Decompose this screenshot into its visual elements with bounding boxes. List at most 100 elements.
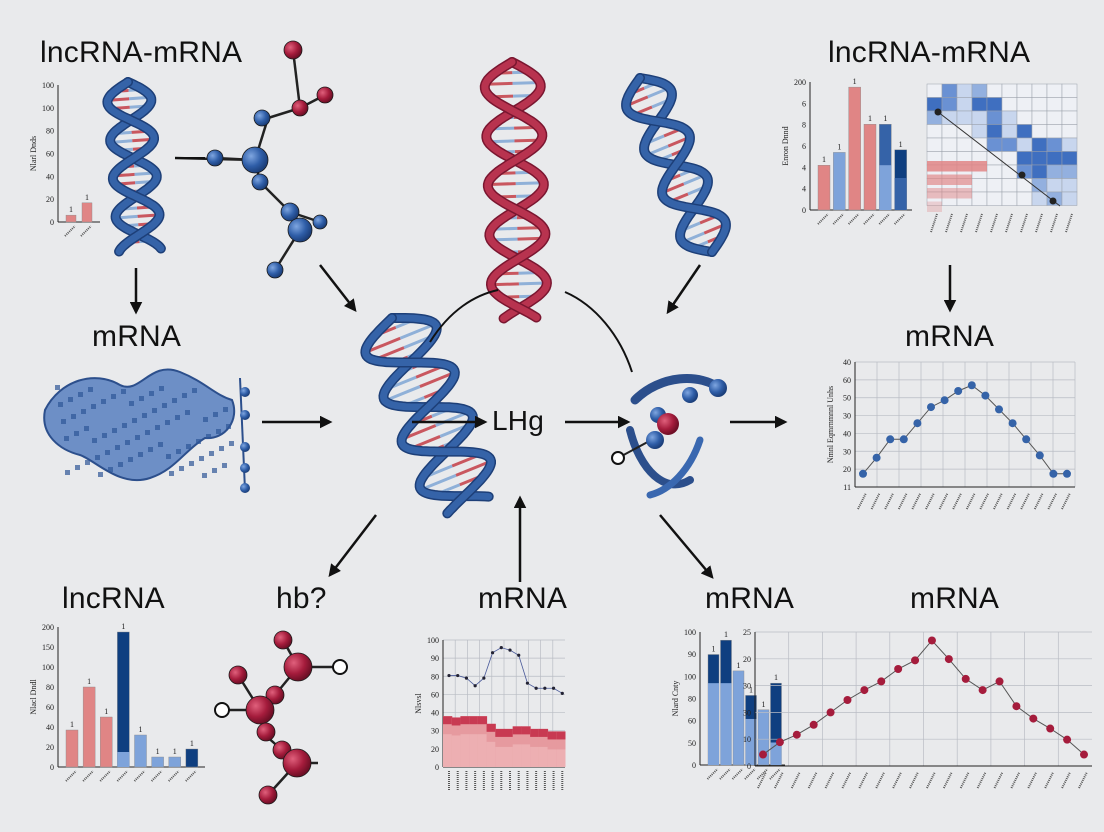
- atom: [240, 463, 250, 473]
- heatmap-cell: [1016, 137, 1033, 152]
- heatmap-cell: [1046, 124, 1063, 139]
- label-mrna-mid-left: mRNA: [92, 320, 182, 353]
- y-tick-label: 20: [743, 655, 751, 664]
- x-tick-label-illegible: [870, 492, 881, 510]
- heatmap-lower: [495, 746, 505, 767]
- y-tick-label: 40: [843, 429, 851, 438]
- label-lncrna-mrna-top-left: lncRNA-mRNA: [40, 36, 243, 69]
- protein-texture: [213, 412, 218, 417]
- y-tick-label: 0: [692, 761, 696, 770]
- y-tick-label: 40: [46, 172, 54, 181]
- heatmap-cell: [941, 124, 958, 139]
- atom: [283, 652, 313, 682]
- protein-texture: [158, 442, 163, 447]
- data-point: [911, 656, 920, 665]
- y-tick-label: 30: [743, 682, 751, 691]
- heatmap-band: [927, 201, 942, 212]
- y-tick-label: 0: [50, 763, 54, 772]
- y-tick-label: 20: [431, 745, 439, 754]
- atom: [228, 665, 248, 685]
- protein-texture: [112, 428, 117, 433]
- y-axis-label: Enron Dnnd: [781, 126, 790, 165]
- x-tick-label-illegible: [993, 771, 1004, 789]
- heatmap-cell: [1061, 83, 1078, 98]
- y-tick-label: 4: [802, 163, 806, 172]
- heatmap-cell: [986, 124, 1003, 139]
- x-tick-label-illegible: [925, 492, 935, 510]
- protein-texture: [105, 450, 110, 455]
- protein-texture: [135, 435, 140, 440]
- protein-texture: [176, 449, 181, 454]
- series-line: [862, 384, 1067, 475]
- x-tick-label-illegible: [807, 771, 818, 789]
- atom: [273, 630, 293, 650]
- heatmap-cell: [956, 83, 973, 98]
- label-center: LHg: [492, 405, 544, 436]
- data-point: [913, 419, 922, 428]
- y-axis-label: Nlsvsl: [414, 693, 423, 714]
- protein-texture: [192, 388, 197, 393]
- heatmap-top: [486, 723, 496, 732]
- x-tick-label-illegible: [930, 213, 938, 233]
- heatmap-cell: [986, 97, 1003, 112]
- heatmap-cell: [1046, 97, 1063, 112]
- bar-data-label: 1: [121, 622, 125, 631]
- heatmap-cell: [1046, 178, 1063, 193]
- y-tick-label: 8: [802, 121, 806, 130]
- heatmap-cell: [1016, 110, 1033, 125]
- data-point: [995, 405, 1003, 414]
- y-axis-label: Nmnl Eqmrnmnnl Unhs: [826, 386, 835, 463]
- y-tick-label: 10: [743, 735, 751, 744]
- data-point: [482, 676, 486, 680]
- data-point: [995, 677, 1004, 686]
- heatmap-cell: [1046, 137, 1063, 152]
- x-tick-label-illegible: [824, 771, 835, 789]
- protein-complex-icon: [611, 374, 727, 499]
- x-tick-label-illegible: [790, 771, 801, 789]
- heatmap-cell: [1001, 124, 1018, 139]
- heatmap-cell: [926, 124, 943, 139]
- protein-texture: [115, 445, 120, 450]
- x-tick-label-illegible: [150, 770, 163, 782]
- protein-texture: [219, 446, 224, 451]
- protein-texture: [166, 454, 171, 459]
- x-tick-label-illegible: [909, 771, 919, 789]
- atom: [657, 413, 679, 435]
- x-tick-label-illegible: [65, 770, 77, 782]
- label-mrna-bottom-center: mRNA: [478, 582, 568, 615]
- heatmap-lower: [451, 735, 461, 767]
- bar-data-label: 1: [139, 725, 143, 734]
- protein-texture: [98, 472, 103, 477]
- data-point: [1008, 419, 1017, 428]
- protein-texture: [138, 452, 143, 457]
- data-point: [1080, 750, 1088, 759]
- protein-texture: [202, 473, 207, 478]
- data-point: [1035, 451, 1044, 460]
- bar-segment: [879, 165, 892, 210]
- atom: [316, 86, 334, 104]
- atom: [682, 387, 698, 403]
- strand: [482, 58, 551, 322]
- protein-texture: [74, 431, 79, 436]
- bar-segment: [720, 683, 732, 765]
- bar-data-label: 1: [712, 645, 716, 654]
- heatmap-cell: [986, 83, 1003, 98]
- x-tick-label-illegible: [744, 768, 756, 780]
- bar-segment: [117, 752, 130, 767]
- base-pair: [419, 370, 456, 388]
- protein-texture: [125, 440, 130, 445]
- bar: [82, 686, 96, 768]
- data-point: [1049, 469, 1058, 478]
- bar-segment: [770, 742, 782, 765]
- x-tick-label-illegible: [168, 770, 180, 782]
- heatmap-cell: [1061, 191, 1078, 206]
- bar: [185, 748, 199, 768]
- data-point: [560, 691, 564, 695]
- x-tick-label-illegible: [731, 768, 744, 780]
- protein-texture: [175, 415, 180, 420]
- heatmap-cell: [941, 83, 958, 98]
- atom: [287, 217, 313, 243]
- y-tick-label: 0: [802, 206, 806, 215]
- data-point: [473, 684, 477, 688]
- arrow: [659, 514, 714, 579]
